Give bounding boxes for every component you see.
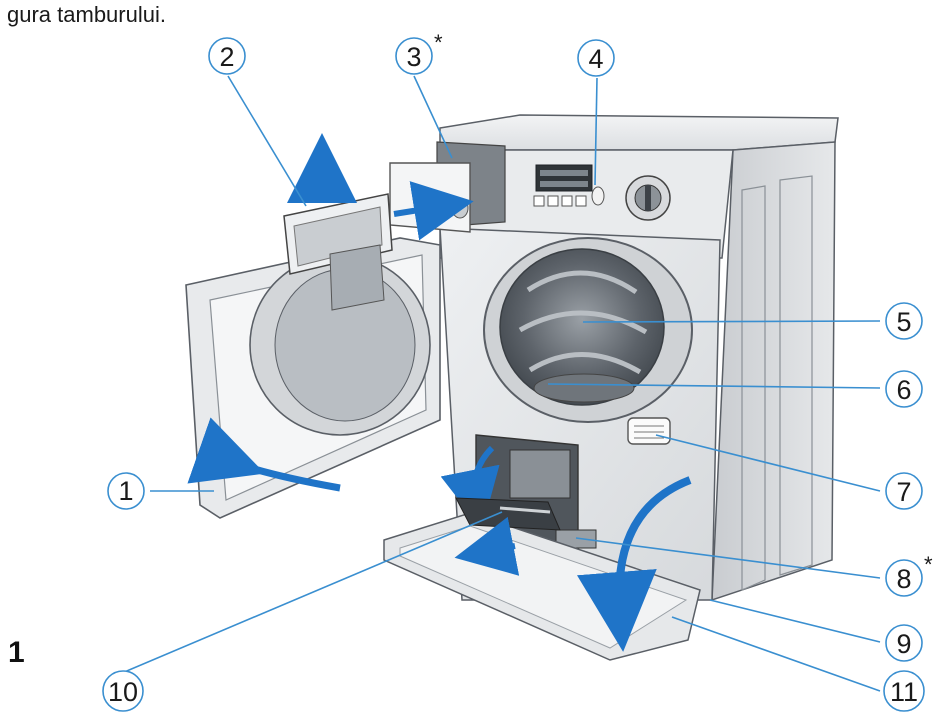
program-knob <box>625 175 671 221</box>
caption-text: gura tamburului. <box>7 2 166 27</box>
callout-7: 7 <box>885 472 923 510</box>
callout-4: 4 <box>577 39 615 77</box>
callout-11: 11 <box>883 670 925 712</box>
callout-10-label: 10 <box>108 677 138 707</box>
control-display <box>533 164 605 207</box>
callout-1: 1 <box>107 472 145 510</box>
figure-number: 1 <box>8 636 25 669</box>
callout-9: 9 <box>885 624 923 662</box>
callout-2: 2 <box>208 37 246 75</box>
plinth-flap <box>383 476 701 661</box>
callout-8-label: 8 <box>896 564 911 594</box>
callout-6-label: 6 <box>896 375 911 405</box>
callout-5: 5 <box>885 302 923 340</box>
callout-4-label: 4 <box>588 44 603 74</box>
callout-3: 3 * <box>395 30 443 75</box>
rating-plate <box>627 417 671 445</box>
fluff-filter <box>283 133 393 311</box>
door <box>185 237 441 519</box>
callout-11-label: 11 <box>890 677 918 707</box>
callout-1-label: 1 <box>118 476 133 506</box>
callout-8: 8 * <box>885 552 933 597</box>
callout-7-label: 7 <box>896 477 911 507</box>
water-container-drawer <box>389 141 506 241</box>
callout-5-label: 5 <box>896 307 911 337</box>
callout-3-star: * <box>434 30 443 55</box>
callout-lines <box>121 75 881 692</box>
callout-2-label: 2 <box>219 42 234 72</box>
drum <box>483 237 693 423</box>
callout-9-label: 9 <box>896 629 911 659</box>
callout-10: 10 <box>102 670 144 712</box>
callout-3-label: 3 <box>406 42 421 72</box>
callout-8-star: * <box>924 552 933 577</box>
callout-6: 6 <box>885 370 923 408</box>
